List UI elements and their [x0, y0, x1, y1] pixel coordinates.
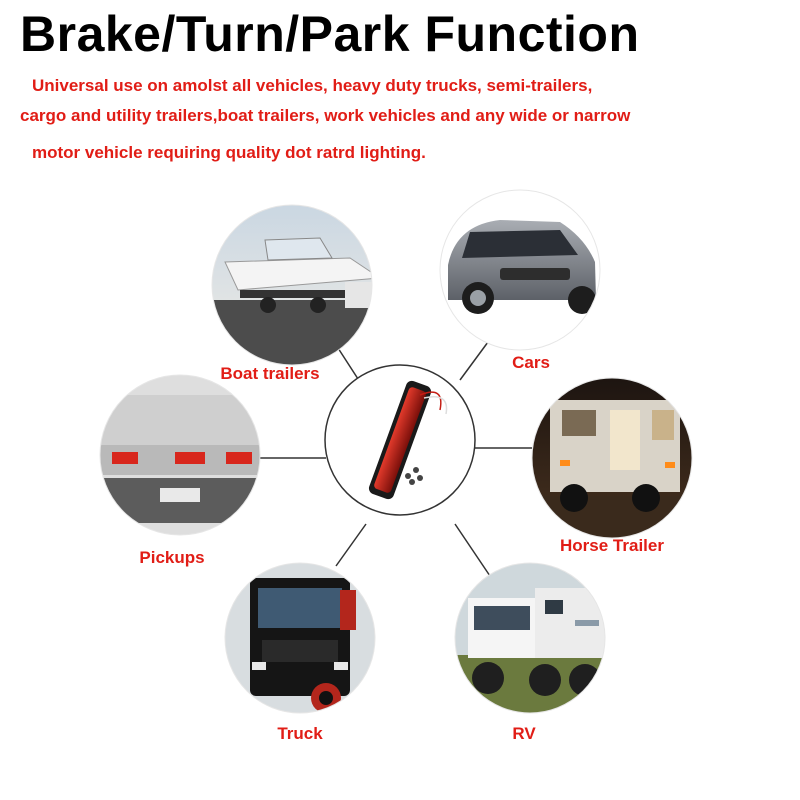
page-title: Brake/Turn/Park Function — [20, 6, 640, 62]
label-rv: RV — [512, 724, 536, 743]
label-boat-trailers: Boat trailers — [220, 364, 320, 383]
connector-rv — [454, 523, 491, 577]
pickup-image — [100, 375, 260, 535]
connector-cars — [459, 341, 489, 381]
vehicle-diagram — [99, 189, 693, 714]
label-cars: Cars — [512, 353, 550, 372]
car-image — [440, 190, 600, 350]
connector-lines — [260, 341, 532, 577]
description-line-1: Universal use on amolst all vehicles, he… — [32, 76, 593, 95]
horse-trailer-image — [532, 378, 692, 538]
led-light-bar-image — [324, 364, 476, 516]
truck-image — [225, 563, 375, 713]
connector-boat — [337, 347, 361, 383]
label-horse-trailer: Horse Trailer — [560, 536, 664, 555]
rv-image — [455, 563, 605, 713]
connector-truck — [335, 523, 367, 567]
label-pickups: Pickups — [139, 548, 205, 567]
description-line-3: motor vehicle requiring quality dot ratr… — [32, 143, 426, 162]
description-line-2: cargo and utility trailers,boat trailers… — [20, 106, 631, 125]
boat-trailer-image — [212, 205, 372, 365]
label-truck: Truck — [277, 724, 323, 743]
